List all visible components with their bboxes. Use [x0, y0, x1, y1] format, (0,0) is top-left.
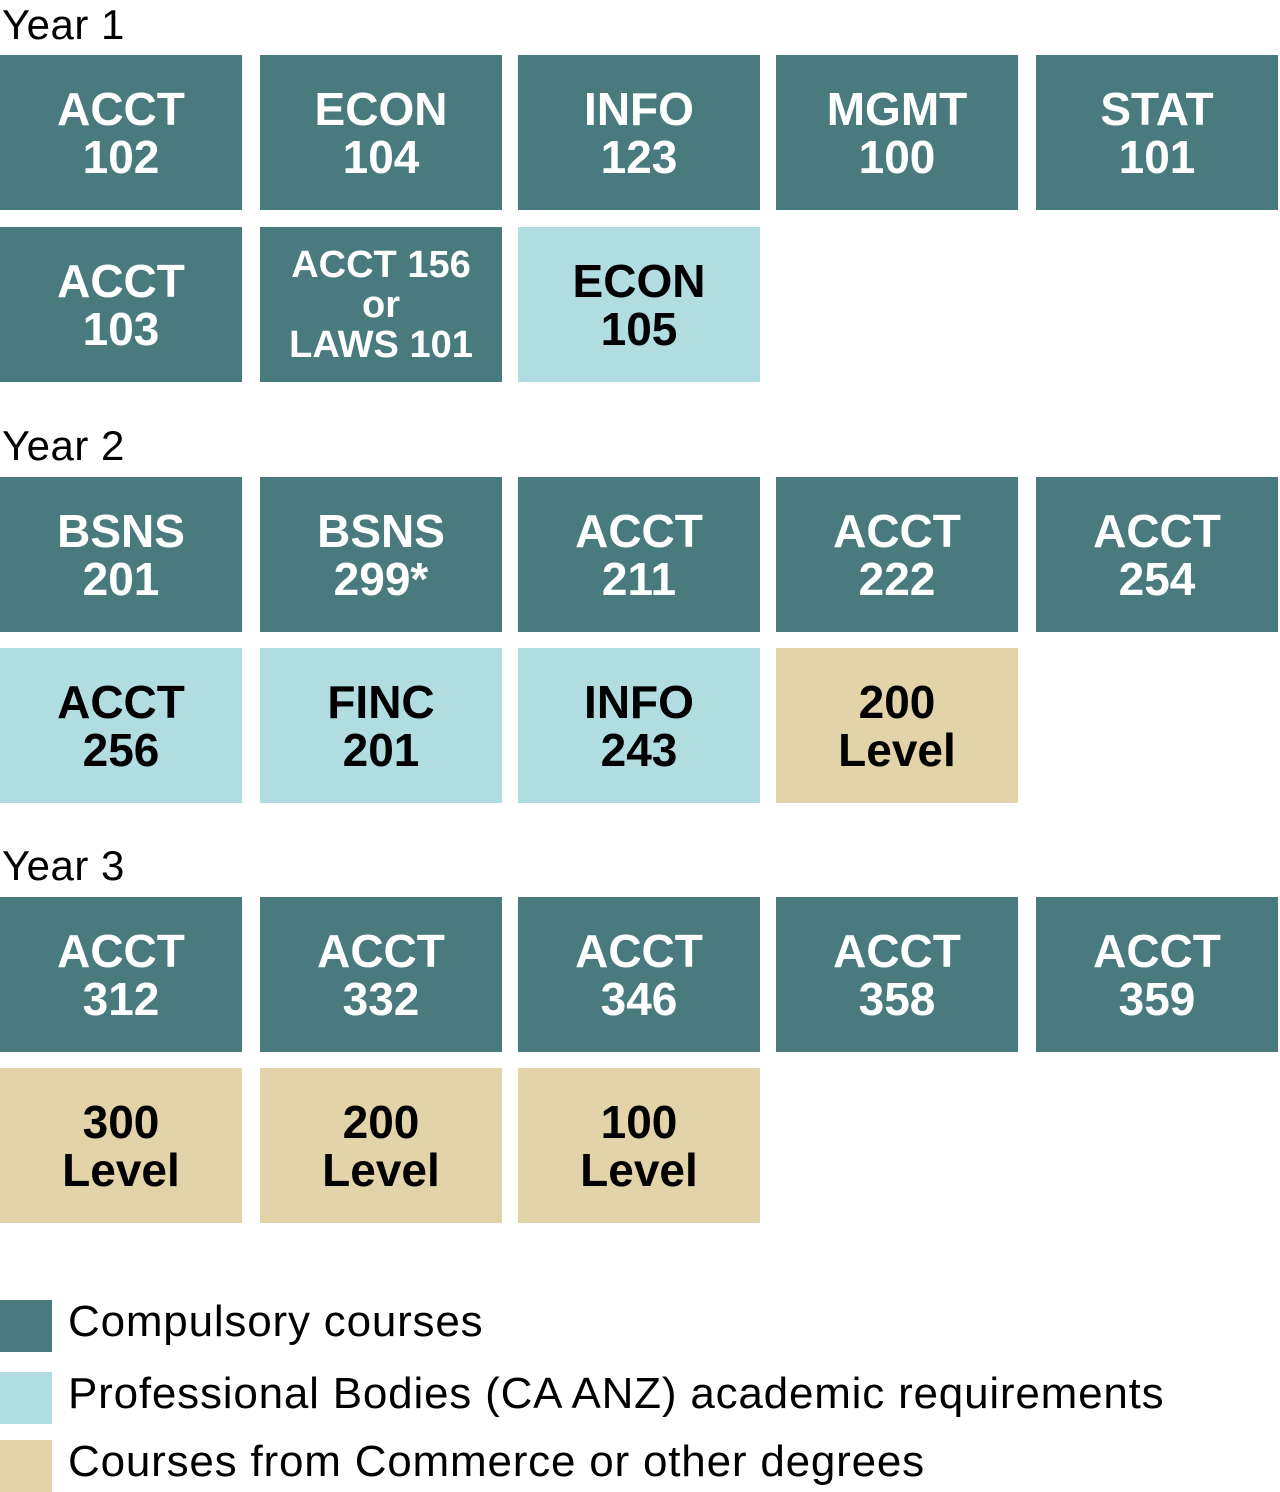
course-tile: ACCT 156 or LAWS 101	[260, 227, 502, 382]
course-tile: ACCT 256	[0, 648, 242, 803]
course-tile: FINC 201	[260, 648, 502, 803]
legend-label-other: Courses from Commerce or other degrees	[68, 1437, 925, 1486]
course-tile: ECON 104	[260, 55, 502, 210]
course-tile: ACCT 254	[1036, 477, 1278, 632]
course-tile: ACCT 103	[0, 227, 242, 382]
course-tile: INFO 123	[518, 55, 760, 210]
course-tile: 300 Level	[0, 1068, 242, 1223]
course-tile: MGMT 100	[776, 55, 1018, 210]
course-tile: BSNS 201	[0, 477, 242, 632]
year-heading: Year 3	[2, 842, 125, 889]
course-tile: BSNS 299*	[260, 477, 502, 632]
course-tile: ACCT 312	[0, 897, 242, 1052]
legend-label-professional: Professional Bodies (CA ANZ) academic re…	[68, 1369, 1165, 1418]
course-tile: ACCT 359	[1036, 897, 1278, 1052]
year-heading: Year 1	[2, 1, 125, 48]
course-tile: ACCT 222	[776, 477, 1018, 632]
course-tile: 200 Level	[776, 648, 1018, 803]
course-tile: ACCT 346	[518, 897, 760, 1052]
course-tile: ACCT 358	[776, 897, 1018, 1052]
legend-label-compulsory: Compulsory courses	[68, 1297, 484, 1346]
legend-swatch-other	[0, 1440, 52, 1492]
course-tile: 100 Level	[518, 1068, 760, 1223]
course-tile: ACCT 102	[0, 55, 242, 210]
course-tile: ACCT 211	[518, 477, 760, 632]
course-tile: INFO 243	[518, 648, 760, 803]
legend-swatch-professional	[0, 1372, 52, 1424]
legend-swatch-compulsory	[0, 1300, 52, 1352]
course-tile: 200 Level	[260, 1068, 502, 1223]
course-tile: ECON 105	[518, 227, 760, 382]
course-tile: ACCT 332	[260, 897, 502, 1052]
course-tile: STAT 101	[1036, 55, 1278, 210]
year-heading: Year 2	[2, 422, 125, 469]
